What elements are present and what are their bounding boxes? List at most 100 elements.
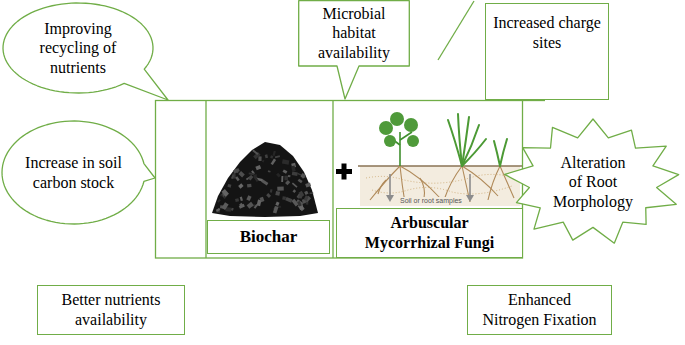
- callout-ellipse: Increase in soil carbon stock: [1, 120, 146, 225]
- mycorrhiza-illustration: [384, 135, 396, 147]
- label-box: Arbuscular Mycorrhizal Fungi: [336, 208, 523, 258]
- text-box: Better nutrients availability: [37, 285, 185, 335]
- node-text: Arbuscular Mycorrhizal Fungi: [360, 213, 500, 252]
- mycorrhiza-illustration: [366, 174, 516, 183]
- biochar-grains: [275, 191, 280, 196]
- mycorrhiza-illustration: [358, 165, 522, 167]
- biochar-grains: [260, 197, 265, 203]
- biochar-grains: [239, 204, 245, 209]
- callout-box: Microbial habitat availability: [298, 0, 410, 66]
- mycorrhiza-illustration: [379, 121, 393, 135]
- mycorrhiza-illustration: [366, 174, 516, 194]
- plus-sign: [342, 164, 347, 180]
- biochar-grains: [273, 206, 279, 214]
- biochar-grains: [298, 179, 303, 184]
- biochar-grains: [235, 176, 240, 181]
- central-frame: [332, 101, 333, 259]
- node-text: Microbial habitat availability: [304, 4, 404, 63]
- biochar-grains: [258, 156, 261, 161]
- mycorrhiza-illustration: [469, 174, 471, 196]
- star-burst: Alteration of Root Morphology: [503, 118, 683, 246]
- biochar-grains: [292, 172, 298, 176]
- biochar-grains: [293, 189, 297, 193]
- label-box: Biochar: [207, 220, 330, 254]
- biochar-grains: [298, 195, 302, 199]
- biochar-grains: [292, 182, 298, 187]
- biochar-grains: [246, 195, 251, 201]
- mycorrhiza-illustration: [448, 114, 507, 166]
- biochar-grains: [231, 208, 234, 211]
- biochar-grains: [270, 189, 273, 192]
- biochar-grains: [252, 149, 258, 155]
- biochar-grains: [266, 193, 271, 198]
- mycorrhiza-illustration: [390, 112, 404, 126]
- mycorrhiza-illustration: [372, 186, 512, 194]
- mycorrhiza-illustration: [420, 178, 425, 198]
- biochar-grains: [238, 171, 244, 177]
- node-outline: [299, 1, 410, 99]
- node-text: Enhanced Nitrogen Fixation: [479, 290, 600, 329]
- biochar-grains: [222, 202, 229, 210]
- biochar-grains: [310, 192, 314, 194]
- text-box: Enhanced Nitrogen Fixation: [467, 285, 612, 335]
- mycorrhiza-illustration: [399, 132, 401, 166]
- node-outline: [1, 120, 146, 225]
- biochar-grains: [282, 196, 286, 200]
- central-frame: [156, 101, 546, 259]
- mycorrhiza-illustration: [462, 139, 486, 166]
- figure-label: Soil or root samples: [399, 197, 463, 205]
- biochar-grains: [235, 198, 239, 202]
- biochar-grains: [282, 169, 287, 173]
- plus-sign: [336, 164, 352, 180]
- biochar-grains: [231, 175, 234, 179]
- node-outline: [3, 3, 168, 100]
- biochar-pile: [212, 142, 318, 217]
- biochar-grains: [275, 202, 279, 206]
- biochar-grains: [248, 175, 253, 180]
- mycorrhiza-illustration: [404, 118, 418, 132]
- mycorrhiza-illustration: [407, 135, 419, 147]
- biochar-grains: [276, 173, 281, 178]
- mycorrhiza-illustration: [458, 114, 462, 166]
- mycorrhiza-illustration: [360, 166, 520, 206]
- mycorrhiza-illustration: [462, 125, 479, 166]
- text-box: Increased charge sites: [485, 3, 609, 100]
- central-frame: [522, 100, 545, 101]
- biochar-grains: [247, 202, 254, 209]
- node-text: Increased charge sites: [488, 13, 607, 52]
- biochar-grains: [272, 151, 275, 156]
- biochar-grains: [304, 196, 311, 203]
- mycorrhiza-illustration: [462, 166, 498, 196]
- biochar-grains: [304, 195, 309, 201]
- biochar-grains: [281, 176, 283, 182]
- mycorrhiza-illustration: [386, 195, 394, 202]
- biochar-grains: [271, 159, 276, 165]
- mycorrhiza-illustration: [370, 166, 400, 200]
- biochar-grains: [291, 166, 296, 172]
- biochar-grains: [216, 149, 313, 213]
- biochar-grains: [268, 170, 271, 172]
- node-outline: [505, 119, 679, 243]
- node-text: Biochar: [211, 227, 326, 248]
- central-frame: [156, 101, 523, 259]
- biochar-grains: [300, 173, 305, 178]
- callout-bubble: Improving recycling of nutrients: [2, 2, 154, 94]
- biochar-grains: [275, 155, 280, 158]
- biochar-grains: [285, 197, 292, 203]
- node-text: Improving recycling of nutrients: [23, 19, 133, 78]
- biochar-grains: [247, 184, 252, 188]
- mycorrhiza-illustration: [488, 166, 500, 200]
- biochar-grains: [282, 159, 289, 164]
- biochar-grains: [288, 175, 291, 177]
- biochar-grains: [265, 154, 268, 158]
- biochar-grains: [216, 208, 220, 212]
- biochar-grains: [270, 155, 273, 158]
- biochar-grains: [233, 168, 240, 174]
- mycorrhiza-illustration: [500, 139, 507, 166]
- mycorrhiza-illustration: [358, 112, 522, 206]
- node-text: Increase in soil carbon stock: [15, 153, 133, 192]
- mycorrhiza-illustration: [466, 195, 474, 202]
- biochar-grains: [284, 176, 288, 181]
- biochar-grains: [240, 197, 243, 201]
- biochar-pile: [212, 142, 318, 217]
